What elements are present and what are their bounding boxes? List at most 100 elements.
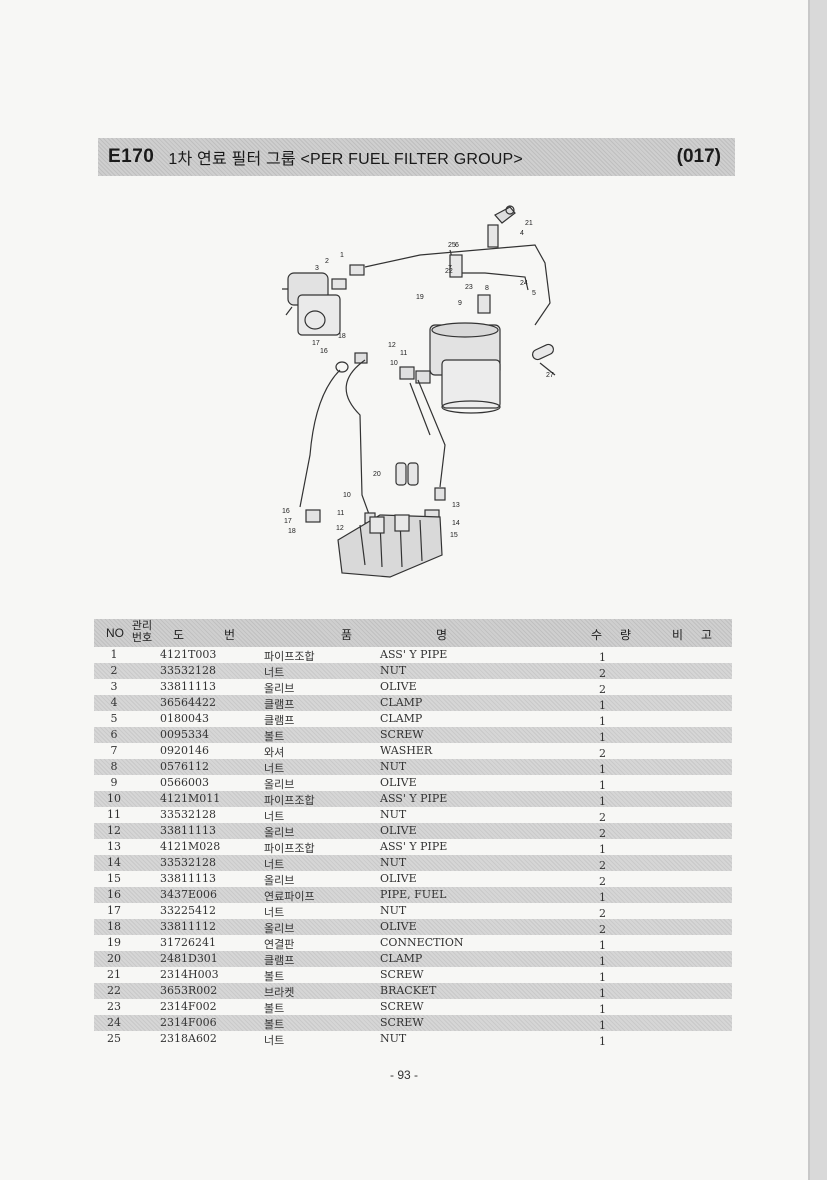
row-qty: 1 bbox=[599, 987, 606, 1000]
svg-text:18: 18 bbox=[288, 528, 296, 535]
row-qty: 1 bbox=[599, 955, 606, 968]
row-name-kor: 너트 bbox=[264, 906, 285, 919]
row-part-number: 33811113 bbox=[160, 680, 216, 693]
row-part-number: 33532128 bbox=[160, 808, 216, 821]
row-name-eng: SCREW bbox=[380, 1000, 424, 1013]
row-no: 15 bbox=[107, 872, 121, 885]
row-name-eng: OLIVE bbox=[380, 824, 417, 837]
svg-text:4: 4 bbox=[520, 230, 524, 237]
row-name-eng: SCREW bbox=[380, 728, 424, 741]
row-part-number: 33811112 bbox=[160, 920, 216, 933]
row-name-kor: 올리브 bbox=[264, 922, 295, 935]
row-name-kor: 연료파이프 bbox=[264, 890, 315, 903]
row-name-eng: NUT bbox=[380, 904, 407, 917]
svg-text:1: 1 bbox=[340, 252, 344, 259]
row-name-eng: ASS' Y PIPE bbox=[380, 840, 448, 853]
row-qty: 2 bbox=[599, 827, 606, 840]
row-name-kor: 클램프 bbox=[264, 954, 295, 967]
row-no: 11 bbox=[107, 808, 121, 821]
row-part-number: 2314H003 bbox=[160, 968, 219, 981]
section-title: 1차 연료 필터 그룹 <PER FUEL FILTER GROUP> bbox=[168, 151, 523, 168]
row-qty: 1 bbox=[599, 763, 606, 776]
svg-text:14: 14 bbox=[452, 520, 460, 527]
row-part-number: 36564422 bbox=[160, 696, 216, 709]
svg-text:24: 24 bbox=[520, 280, 528, 287]
row-name-eng: CLAMP bbox=[380, 696, 423, 709]
row-no: 14 bbox=[107, 856, 121, 869]
row-no: 12 bbox=[107, 824, 121, 837]
row-name-eng: ASS' Y PIPE bbox=[380, 792, 448, 805]
fittings-middle bbox=[335, 352, 431, 384]
svg-text:10: 10 bbox=[390, 360, 398, 367]
row-name-eng: NUT bbox=[380, 760, 407, 773]
svg-text:21: 21 bbox=[525, 220, 533, 227]
row-no: 18 bbox=[107, 920, 121, 933]
row-qty: 1 bbox=[599, 795, 606, 808]
row-name-kor: 와셔 bbox=[264, 746, 285, 759]
row-no: 5 bbox=[110, 712, 118, 725]
row-part-number: 31726241 bbox=[160, 936, 216, 949]
row-qty: 2 bbox=[599, 923, 606, 936]
svg-text:9: 9 bbox=[458, 300, 462, 307]
row-no: 6 bbox=[110, 728, 118, 741]
row-qty: 1 bbox=[599, 891, 606, 904]
row-no: 25 bbox=[107, 1032, 121, 1045]
row-part-number: 2481D301 bbox=[160, 952, 218, 965]
svg-text:11: 11 bbox=[337, 510, 344, 517]
row-qty: 2 bbox=[599, 875, 606, 888]
svg-text:11: 11 bbox=[400, 350, 407, 357]
row-no: 22 bbox=[107, 984, 121, 997]
row-no: 9 bbox=[110, 776, 118, 789]
row-name-kor: 파이프조합 bbox=[264, 650, 315, 663]
row-part-number: 33532128 bbox=[160, 856, 216, 869]
row-name-kor: 파이프조합 bbox=[264, 794, 315, 807]
row-name-kor: 올리브 bbox=[264, 874, 295, 887]
svg-text:17: 17 bbox=[312, 340, 320, 347]
row-name-kor: 너트 bbox=[264, 858, 285, 871]
svg-text:6: 6 bbox=[455, 242, 459, 249]
row-qty: 1 bbox=[599, 715, 606, 728]
svg-text:18: 18 bbox=[338, 333, 346, 340]
row-part-number: 4121M028 bbox=[160, 840, 221, 853]
row-no: 8 bbox=[110, 760, 118, 773]
injection-pump bbox=[337, 514, 443, 578]
row-name-kor: 연결판 bbox=[264, 938, 295, 951]
section-header: E170 1차 연료 필터 그룹 <PER FUEL FILTER GROUP>… bbox=[98, 138, 735, 176]
row-no: 24 bbox=[107, 1016, 121, 1029]
row-no: 3 bbox=[110, 680, 118, 693]
row-qty: 1 bbox=[599, 731, 606, 744]
svg-text:19: 19 bbox=[416, 294, 424, 301]
row-qty: 1 bbox=[599, 971, 606, 984]
row-name-eng: OLIVE bbox=[380, 680, 417, 693]
row-name-kor: 클램프 bbox=[264, 698, 295, 711]
section-page-code: (017) bbox=[676, 146, 721, 167]
page-number: - 93 - bbox=[389, 1068, 418, 1082]
row-name-kor: 파이프조합 bbox=[264, 842, 315, 855]
row-qty: 2 bbox=[599, 907, 606, 920]
row-name-kor: 올리브 bbox=[264, 682, 295, 695]
header-note: 비고 bbox=[672, 628, 731, 642]
row-name-eng: OLIVE bbox=[380, 920, 417, 933]
row-qty: 2 bbox=[599, 859, 606, 872]
row-no: 1 bbox=[110, 648, 118, 661]
row-name-eng: OLIVE bbox=[380, 776, 417, 789]
row-name-eng: WASHER bbox=[380, 744, 433, 757]
row-no: 23 bbox=[107, 1000, 121, 1013]
row-part-number: 0180043 bbox=[160, 712, 209, 725]
row-no: 20 bbox=[107, 952, 121, 965]
header-mgmt: 관리번호 bbox=[131, 620, 153, 644]
row-no: 7 bbox=[110, 744, 118, 757]
row-part-number: 2314F002 bbox=[160, 1000, 217, 1013]
